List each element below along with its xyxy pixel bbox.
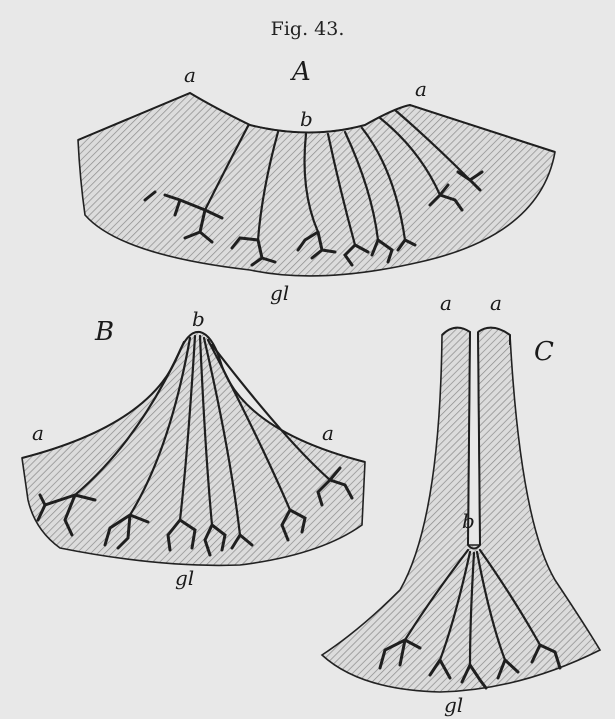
panel-b: B a a b gl <box>22 307 365 590</box>
panel-b-label-a-left: a <box>32 421 44 445</box>
panel-c-label-b: b <box>462 509 475 533</box>
panel-c-tissue <box>322 328 600 692</box>
panel-b-label-gl: gl <box>175 566 194 590</box>
panel-c-label-a-right: a <box>490 291 502 315</box>
panel-b-label-a-right: a <box>322 421 334 445</box>
panel-b-label-b: b <box>192 307 205 331</box>
panel-b-letter: B <box>94 317 114 347</box>
panel-c-label-gl: gl <box>444 693 463 717</box>
panel-a-letter: A <box>290 57 311 87</box>
panel-a-label-a-right: a <box>415 77 427 101</box>
panel-a-tissue <box>78 93 555 276</box>
panel-a: A a a b gl <box>78 57 555 305</box>
panel-a-label-a-left: a <box>184 63 196 87</box>
panel-a-label-gl: gl <box>270 281 289 305</box>
panel-c-letter: C <box>534 337 554 367</box>
panel-a-label-b: b <box>300 107 313 131</box>
panel-c-label-a-left: a <box>440 291 452 315</box>
